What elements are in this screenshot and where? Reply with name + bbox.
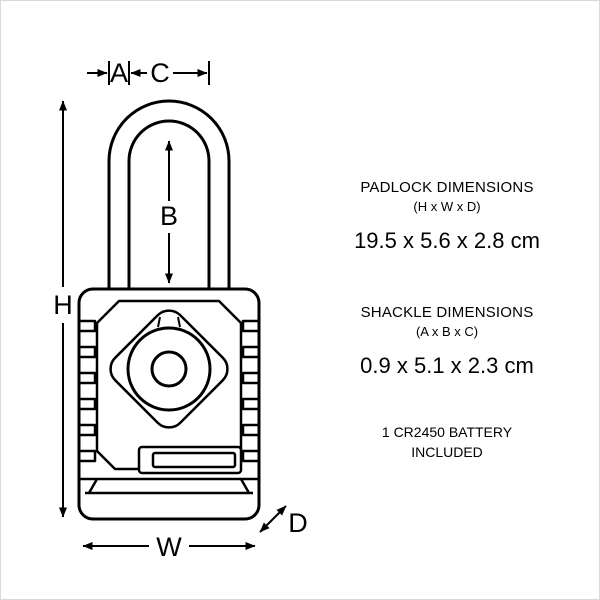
padlock-illustration [77,99,261,521]
dim-label-w: W [156,532,182,562]
base-band [79,477,259,495]
shackle-dimensions-block: SHACKLE DIMENSIONS (A x B x C) 0.9 x 5.1… [316,304,578,379]
dim-label-a: A [110,58,128,88]
dim-label-d: D [288,508,308,538]
dim-arrow-d-downleft [259,518,274,533]
dimension-labels: A C B H W D [53,58,308,562]
padlock-dimensions-formula: (H x W x D) [413,199,481,214]
dim-label-c: C [150,58,170,88]
dim-label-h: H [53,290,73,320]
battery-note: 1 CR2450 BATTERY INCLUDED [316,423,578,462]
dimension-lines [59,61,287,550]
dim-label-b: B [160,201,178,231]
padlock-dimensions-value: 19.5 x 5.6 x 2.8 cm [354,228,540,253]
padlock-dimensions-title: PADLOCK DIMENSIONS [360,179,534,196]
specs-panel: PADLOCK DIMENSIONS (H x W x D) 19.5 x 5.… [316,179,578,462]
shackle [107,99,231,293]
grip-ribs [80,319,258,463]
battery-note-line2: INCLUDED [411,443,483,460]
padlock-dimensions-block: PADLOCK DIMENSIONS (H x W x D) 19.5 x 5.… [316,179,578,254]
shackle-dimensions-title: SHACKLE DIMENSIONS [360,304,534,321]
shackle-dimensions-formula: (A x B x C) [415,324,479,339]
dimension-ticks [108,61,210,85]
cover-plate [137,445,243,475]
shackle-dimensions-value: 0.9 x 5.1 x 2.3 cm [360,353,534,378]
dial [126,316,212,412]
battery-note-line1: 1 CR2450 BATTERY [381,424,513,440]
dim-arrow-d-upright [272,505,287,520]
dial-boss [109,309,229,429]
